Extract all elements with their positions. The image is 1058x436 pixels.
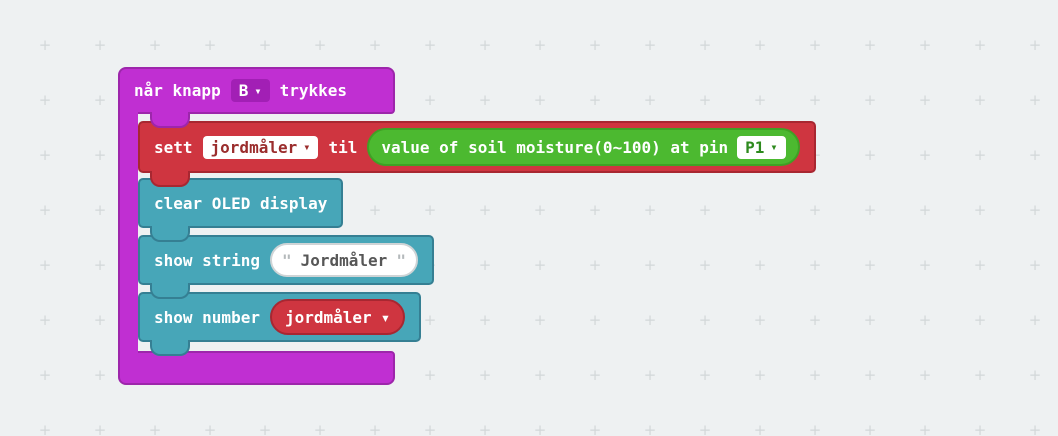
connector-tab bbox=[150, 112, 190, 128]
connector-tab bbox=[150, 283, 190, 299]
variable-dropdown-value: jordmåler bbox=[210, 137, 298, 157]
string-literal-field[interactable]: " Jordmåler " bbox=[269, 243, 418, 277]
block-soil-moisture-value[interactable]: value of soil moisture(0~100) at pin P1 … bbox=[367, 128, 800, 166]
to-label: til bbox=[328, 137, 358, 157]
chevron-down-icon: ▾ bbox=[303, 140, 311, 154]
on-button-label-after: trykkes bbox=[279, 81, 348, 100]
set-label: sett bbox=[154, 137, 193, 157]
variable-reporter-value: jordmåler bbox=[284, 307, 372, 327]
chevron-down-icon: ▾ bbox=[254, 83, 262, 98]
clear-oled-label: clear OLED display bbox=[154, 193, 328, 213]
variable-dropdown[interactable]: jordmåler ▾ bbox=[202, 135, 319, 159]
block-on-button-pressed[interactable]: når knapp B ▾ trykkes bbox=[118, 67, 395, 114]
pin-dropdown[interactable]: P1 ▾ bbox=[737, 135, 786, 159]
connector-tab bbox=[150, 171, 190, 187]
block-show-string[interactable]: show string " Jordmåler " bbox=[138, 235, 434, 285]
on-button-block-spine bbox=[118, 112, 138, 353]
button-dropdown-value: B bbox=[238, 81, 249, 100]
button-dropdown[interactable]: B ▾ bbox=[230, 79, 270, 102]
connector-tab bbox=[150, 226, 190, 242]
chevron-down-icon: ▾ bbox=[380, 307, 391, 327]
on-button-block-foot bbox=[118, 351, 395, 385]
string-literal-value: Jordmåler bbox=[300, 250, 388, 270]
connector-tab bbox=[150, 340, 190, 356]
variable-reporter-jordmaler[interactable]: jordmåler ▾ bbox=[269, 299, 406, 335]
open-quote: " bbox=[281, 250, 292, 270]
block-set-variable[interactable]: sett jordmåler ▾ til value of soil moist… bbox=[138, 121, 816, 173]
soil-moisture-label: value of soil moisture(0~100) at pin bbox=[381, 137, 729, 157]
show-string-label: show string bbox=[154, 250, 260, 270]
pin-dropdown-value: P1 bbox=[745, 137, 765, 157]
close-quote: " bbox=[396, 250, 406, 270]
show-number-label: show number bbox=[154, 307, 260, 327]
on-button-label-before: når knapp bbox=[134, 81, 221, 100]
chevron-down-icon: ▾ bbox=[770, 140, 778, 154]
block-show-number[interactable]: show number jordmåler ▾ bbox=[138, 292, 422, 342]
